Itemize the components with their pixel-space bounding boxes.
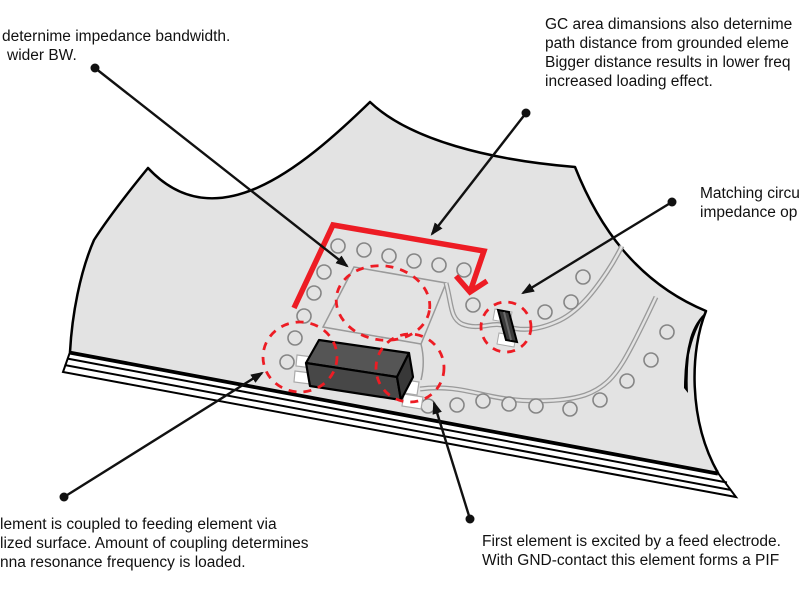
antenna-component <box>304 338 415 402</box>
note-line: lement is coupled to feeding element via <box>0 516 277 533</box>
pcb-ground-plane <box>68 100 720 475</box>
note-line: impedance op <box>700 204 798 221</box>
feed-trace-upper <box>443 244 625 332</box>
arrow-feed-electrode <box>432 400 475 524</box>
note-line: GC area dimansions also deternime <box>545 16 793 33</box>
matching-component <box>492 308 519 348</box>
note-line: Bigger distance results in lower freq <box>545 54 791 71</box>
matching-highlight-circle <box>479 300 533 354</box>
gc-path-highlight <box>291 221 489 310</box>
note-line: deternime impedance bandwidth. <box>2 28 231 45</box>
note-line: increased loading effect. <box>545 73 713 90</box>
note-gc-area: GC area dimansions also deternime path d… <box>545 15 792 91</box>
clearance-highlight-circle <box>334 264 432 342</box>
note-line: First element is excited by a feed elect… <box>482 533 781 550</box>
torn-edge-wedge <box>684 311 707 393</box>
note-line: With GND-contact this element forms a PI… <box>482 552 780 569</box>
note-coupling: lement is coupled to feeding element via… <box>0 515 308 572</box>
feed-highlight-circle <box>374 332 446 404</box>
coupling-highlight-circle <box>261 320 339 394</box>
note-line: wider BW. <box>7 47 77 64</box>
highlight-circles <box>261 264 533 404</box>
note-feed-electrode: First element is excited by a feed elect… <box>482 532 781 570</box>
arrow-impedance-bandwidth <box>90 63 349 268</box>
note-line: Matching circu <box>700 185 800 202</box>
leader-arrows <box>59 63 677 524</box>
note-impedance-bandwidth: deternime impedance bandwidth. wider BW. <box>2 27 230 65</box>
arrow-gc-area <box>430 108 531 236</box>
note-matching-circuit: Matching circu impedance op <box>700 184 800 222</box>
note-line: path distance from grounded eleme <box>545 35 789 52</box>
arrow-coupling <box>59 371 264 502</box>
note-line: lized surface. Amount of coupling determ… <box>0 535 309 552</box>
note-line: nna resonance frequency is loaded. <box>0 554 246 571</box>
feed-trace-lower <box>419 295 659 404</box>
via-ring <box>279 238 675 417</box>
arrow-matching-circuit <box>521 197 677 295</box>
